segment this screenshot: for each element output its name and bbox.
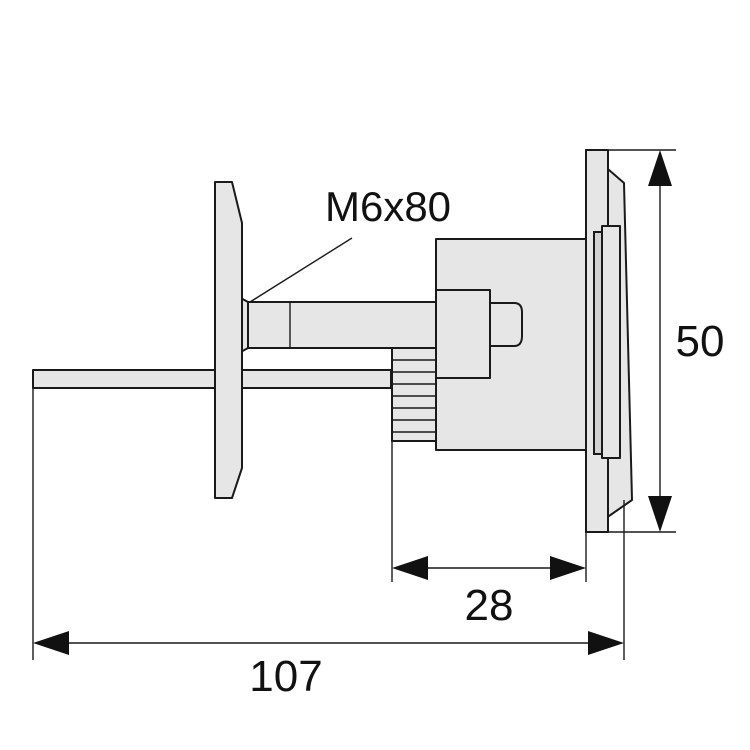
dimension-height: 50 [648,150,724,532]
arrow-right-icon [550,556,586,580]
front-bezel [585,149,633,533]
arrow-up-icon [648,150,672,186]
screw [229,291,437,359]
screw-leader-line [249,237,353,303]
dimension-depth-label: 28 [465,581,514,630]
dimension-height-label: 50 [676,317,725,366]
dimension-depth: 28 [392,556,586,630]
arrow-right-icon [588,631,624,655]
lock-body [435,238,587,451]
arrow-down-icon [648,496,672,532]
arrow-left-icon [392,556,428,580]
arrow-left-icon [33,631,69,655]
dimension-total-length: 107 [33,631,624,701]
cam-bar [32,369,392,389]
mounting-plate [214,181,243,499]
dimension-total-length-label: 107 [249,652,322,701]
screw-spec-label: M6x80 [325,183,451,230]
extension-lines [32,149,676,660]
threaded-neck [391,346,437,442]
